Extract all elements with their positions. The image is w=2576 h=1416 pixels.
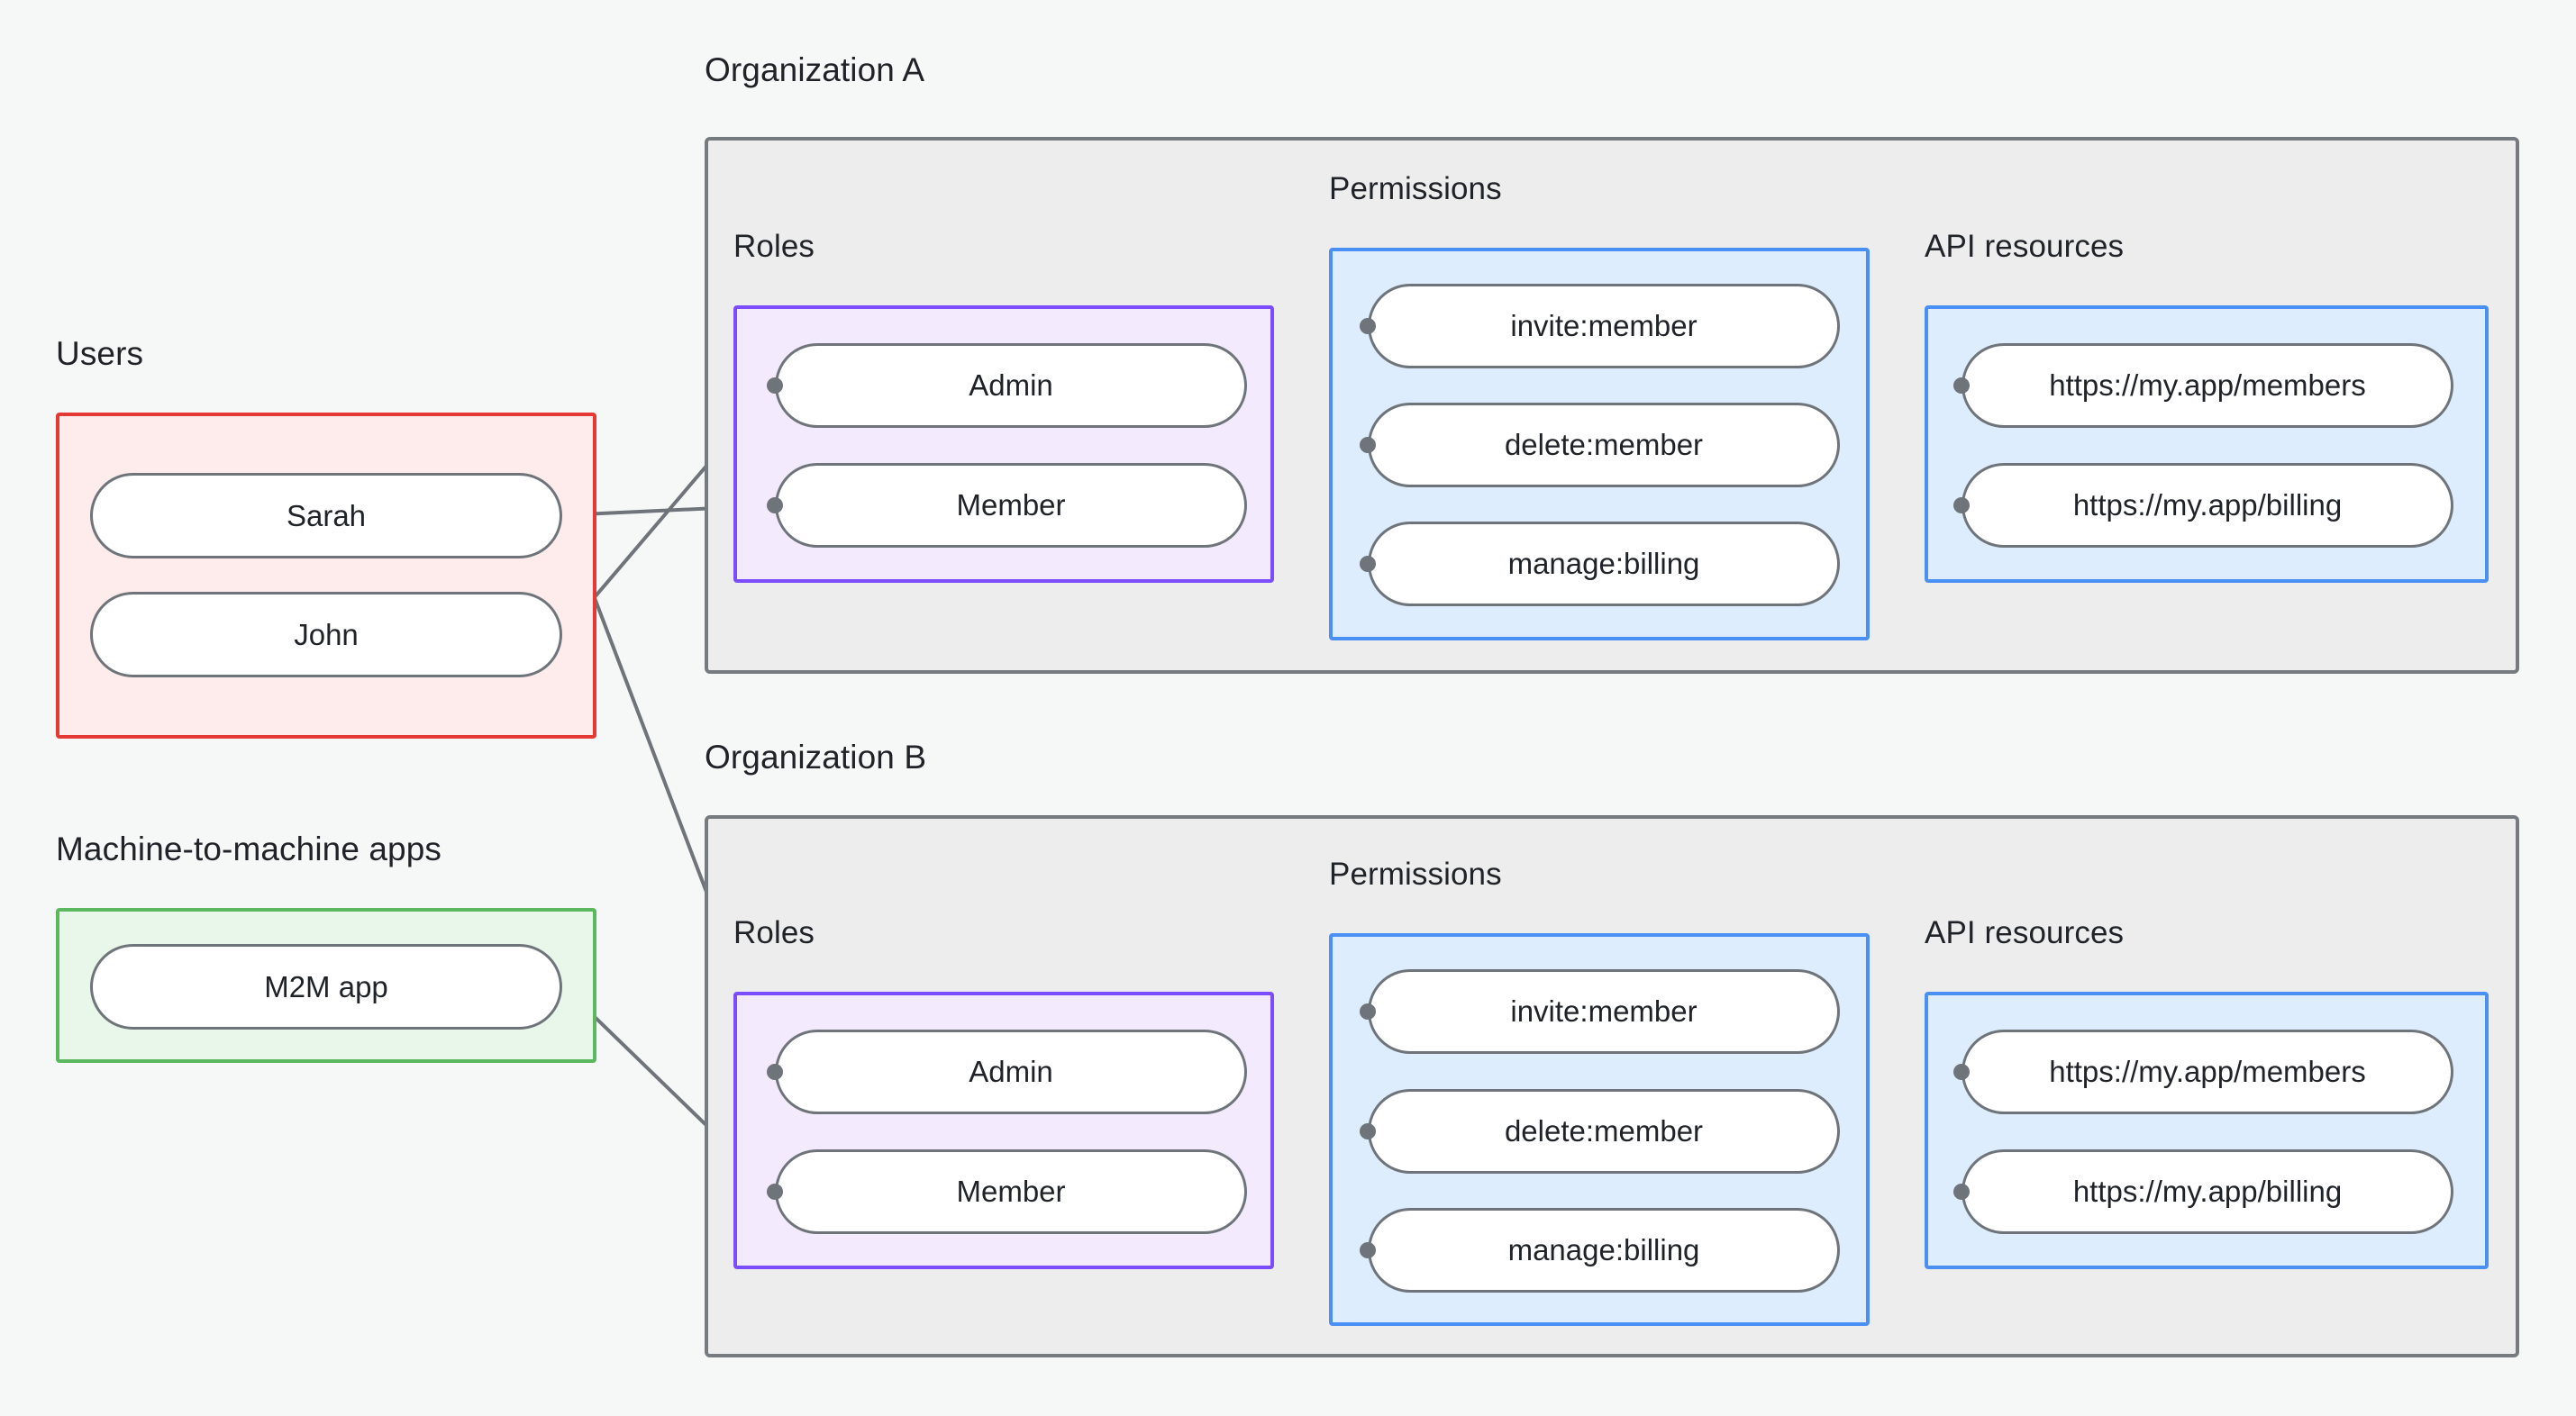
m2m-node-app-label: M2M app — [264, 969, 388, 1003]
orgA-api-billing-port — [1953, 497, 1970, 513]
orgA-permission-invite-member-label: invite:member — [1510, 309, 1698, 342]
orgB-permission-delete-member-label: delete:member — [1504, 1114, 1704, 1148]
users-container — [56, 413, 596, 739]
orgA-role-member[interactable]: Member — [775, 463, 1247, 548]
orgB-permission-manage-billing[interactable]: manage:billing — [1368, 1208, 1840, 1293]
orgB-api-billing-port — [1953, 1184, 1970, 1200]
user-node-john-label: John — [294, 617, 359, 651]
orgA-role-member-label: Member — [956, 488, 1066, 522]
m2m-group-label: Machine-to-machine apps — [56, 831, 442, 867]
orgA-role-admin[interactable]: Admin — [775, 343, 1247, 428]
orgB-role-member-label: Member — [956, 1175, 1066, 1208]
orgB-permission-delete-member[interactable]: delete:member — [1368, 1089, 1840, 1174]
orgA-api-resource-members[interactable]: https://my.app/members — [1962, 343, 2453, 428]
orgA-permission-delete-member[interactable]: delete:member — [1368, 403, 1840, 487]
orgA-permission-delete-port — [1360, 437, 1376, 453]
orgB-permission-invite-member[interactable]: invite:member — [1368, 969, 1840, 1054]
orgA-permission-manage-billing-label: manage:billing — [1507, 547, 1700, 580]
m2m-node-app[interactable]: M2M app — [90, 944, 562, 1030]
orgB-api-resource-members-label: https://my.app/members — [2049, 1055, 2366, 1088]
orgB-role-admin[interactable]: Admin — [775, 1030, 1247, 1114]
orgA-permission-delete-member-label: delete:member — [1504, 428, 1704, 461]
orgA-role-member-port — [767, 497, 783, 513]
orgB-api-resource-billing-label: https://my.app/billing — [2072, 1175, 2343, 1208]
orgA-role-admin-port — [767, 377, 783, 394]
orgB-api-resource-billing[interactable]: https://my.app/billing — [1962, 1149, 2453, 1234]
orgB-permission-invite-port — [1360, 1003, 1376, 1020]
orgB-permissions-label: Permissions — [1329, 857, 1502, 892]
orgA-permission-billing-port — [1360, 556, 1376, 572]
orgA-api-resources-label: API resources — [1925, 229, 2125, 264]
user-node-sarah[interactable]: Sarah — [90, 473, 562, 558]
orgB-role-admin-label: Admin — [969, 1055, 1053, 1088]
organization-a-label: Organization A — [705, 51, 925, 88]
orgA-api-resource-members-label: https://my.app/members — [2049, 368, 2366, 402]
orgB-api-resource-members[interactable]: https://my.app/members — [1962, 1030, 2453, 1114]
orgA-api-resource-billing[interactable]: https://my.app/billing — [1962, 463, 2453, 548]
orgB-permission-delete-port — [1360, 1123, 1376, 1139]
orgA-role-admin-label: Admin — [969, 368, 1053, 402]
user-node-sarah-label: Sarah — [286, 498, 367, 532]
orgB-role-member[interactable]: Member — [775, 1149, 1247, 1234]
orgA-permission-invite-port — [1360, 318, 1376, 334]
orgB-permission-billing-port — [1360, 1242, 1376, 1258]
users-group-label: Users — [56, 335, 144, 372]
orgA-roles-label: Roles — [733, 229, 815, 264]
orgB-role-member-port — [767, 1184, 783, 1200]
orgA-permissions-label: Permissions — [1329, 171, 1502, 206]
organization-b-label: Organization B — [705, 739, 927, 776]
orgA-permission-invite-member[interactable]: invite:member — [1368, 284, 1840, 368]
orgB-api-members-port — [1953, 1064, 1970, 1080]
orgB-permission-invite-member-label: invite:member — [1510, 994, 1698, 1028]
orgB-role-admin-port — [767, 1064, 783, 1080]
orgA-api-members-port — [1953, 377, 1970, 394]
orgB-permission-manage-billing-label: manage:billing — [1507, 1233, 1700, 1266]
orgA-api-resource-billing-label: https://my.app/billing — [2072, 488, 2343, 522]
orgA-permission-manage-billing[interactable]: manage:billing — [1368, 522, 1840, 606]
user-node-john[interactable]: John — [90, 592, 562, 677]
orgB-roles-label: Roles — [733, 915, 815, 950]
orgB-api-resources-label: API resources — [1925, 915, 2125, 950]
